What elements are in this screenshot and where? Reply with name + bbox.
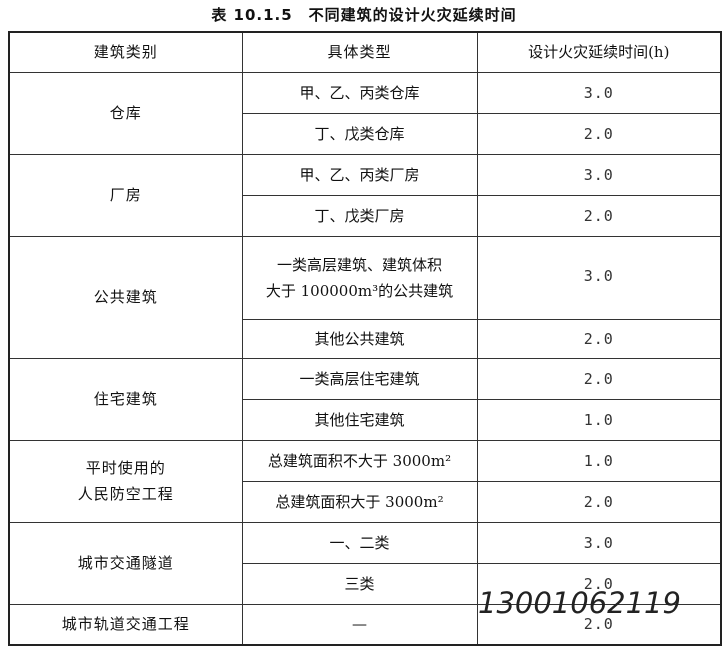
- header-row: 建筑类别 具体类型 设计火灾延续时间(h): [8, 31, 722, 73]
- type-cell-multiline: 一类高层建筑、建筑体积 大于 100000m³的公共建筑: [241, 235, 478, 320]
- duration-cell: 2.0: [476, 194, 722, 237]
- type-cell: 总建筑面积大于 3000m²: [241, 480, 478, 523]
- duration-cell: 2.0: [476, 318, 722, 359]
- category-cell-multiline: 平时使用的 人民防空工程: [8, 439, 243, 523]
- fire-duration-table: 建筑类别 具体类型 设计火灾延续时间(h) 仓库 甲、乙、丙类仓库 3.0 丁、…: [8, 31, 722, 646]
- category-cell: 城市轨道交通工程: [8, 603, 243, 646]
- type-line: 一类高层建筑、建筑体积: [276, 255, 442, 274]
- category-cell: 城市交通隧道: [8, 521, 243, 605]
- table-row: 丁、戊类仓库 2.0: [9, 112, 722, 155]
- category-line: 人民防空工程: [77, 485, 174, 503]
- duration-cell: 2.0: [476, 112, 722, 155]
- table-row: 三类 2.0: [9, 562, 722, 605]
- header-category: 建筑类别: [8, 31, 243, 73]
- type-cell: 甲、乙、丙类仓库: [241, 71, 478, 114]
- handwritten-phone-number: 13001062119: [478, 586, 681, 620]
- type-cell: 一、二类: [241, 521, 478, 564]
- duration-cell: 2.0: [476, 603, 722, 646]
- type-cell: 其他公共建筑: [241, 318, 478, 359]
- category-cell: 公共建筑: [8, 235, 243, 359]
- type-cell: 总建筑面积不大于 3000m²: [241, 439, 478, 482]
- table-row: 住宅建筑 一类高层住宅建筑 2.0: [8, 357, 722, 441]
- type-cell: —: [241, 603, 478, 646]
- duration-cell: 1.0: [476, 439, 722, 482]
- type-cell: 一类高层住宅建筑: [241, 357, 478, 400]
- table-title: 表 10.1.5 不同建筑的设计火灾延续时间: [211, 6, 517, 24]
- table-row: 仓库 甲、乙、丙类仓库 3.0: [8, 71, 722, 155]
- duration-cell: 2.0: [476, 562, 722, 605]
- duration-cell: 2.0: [476, 357, 722, 400]
- table-row: 厂房 甲、乙、丙类厂房 3.0: [8, 153, 722, 237]
- table-row: 总建筑面积大于 3000m² 2.0: [9, 480, 722, 523]
- category-line: 平时使用的: [85, 459, 166, 477]
- type-cell: 甲、乙、丙类厂房: [241, 153, 478, 196]
- duration-cell: 3.0: [476, 235, 722, 320]
- type-cell: 丁、戊类仓库: [241, 112, 478, 155]
- type-cell: 其他住宅建筑: [241, 398, 478, 441]
- duration-cell: 1.0: [476, 398, 722, 441]
- table-row: 城市交通隧道 一、二类 3.0: [8, 521, 722, 605]
- duration-cell: 3.0: [476, 71, 722, 114]
- category-cell: 厂房: [8, 153, 243, 237]
- table-row: 其他住宅建筑 1.0: [9, 398, 722, 441]
- table-row: 平时使用的 人民防空工程 总建筑面积不大于 3000m² 1.0: [8, 439, 722, 523]
- duration-cell: 3.0: [476, 521, 722, 564]
- table-row: 城市轨道交通工程 — 2.0: [8, 603, 722, 646]
- category-cell: 住宅建筑: [8, 357, 243, 441]
- header-type: 具体类型: [241, 31, 478, 73]
- type-cell: 丁、戊类厂房: [241, 194, 478, 237]
- type-cell: 三类: [241, 562, 478, 605]
- duration-cell: 2.0: [476, 480, 722, 523]
- duration-cell: 3.0: [476, 153, 722, 196]
- table-row: 其他公共建筑 2.0: [9, 318, 722, 359]
- table-row: 公共建筑 一类高层建筑、建筑体积 大于 100000m³的公共建筑 3.0: [8, 235, 722, 359]
- category-cell: 仓库: [8, 71, 243, 155]
- type-line: 大于 100000m³的公共建筑: [265, 281, 454, 300]
- table-row: 丁、戊类厂房 2.0: [9, 194, 722, 237]
- header-duration: 设计火灾延续时间(h): [476, 31, 722, 73]
